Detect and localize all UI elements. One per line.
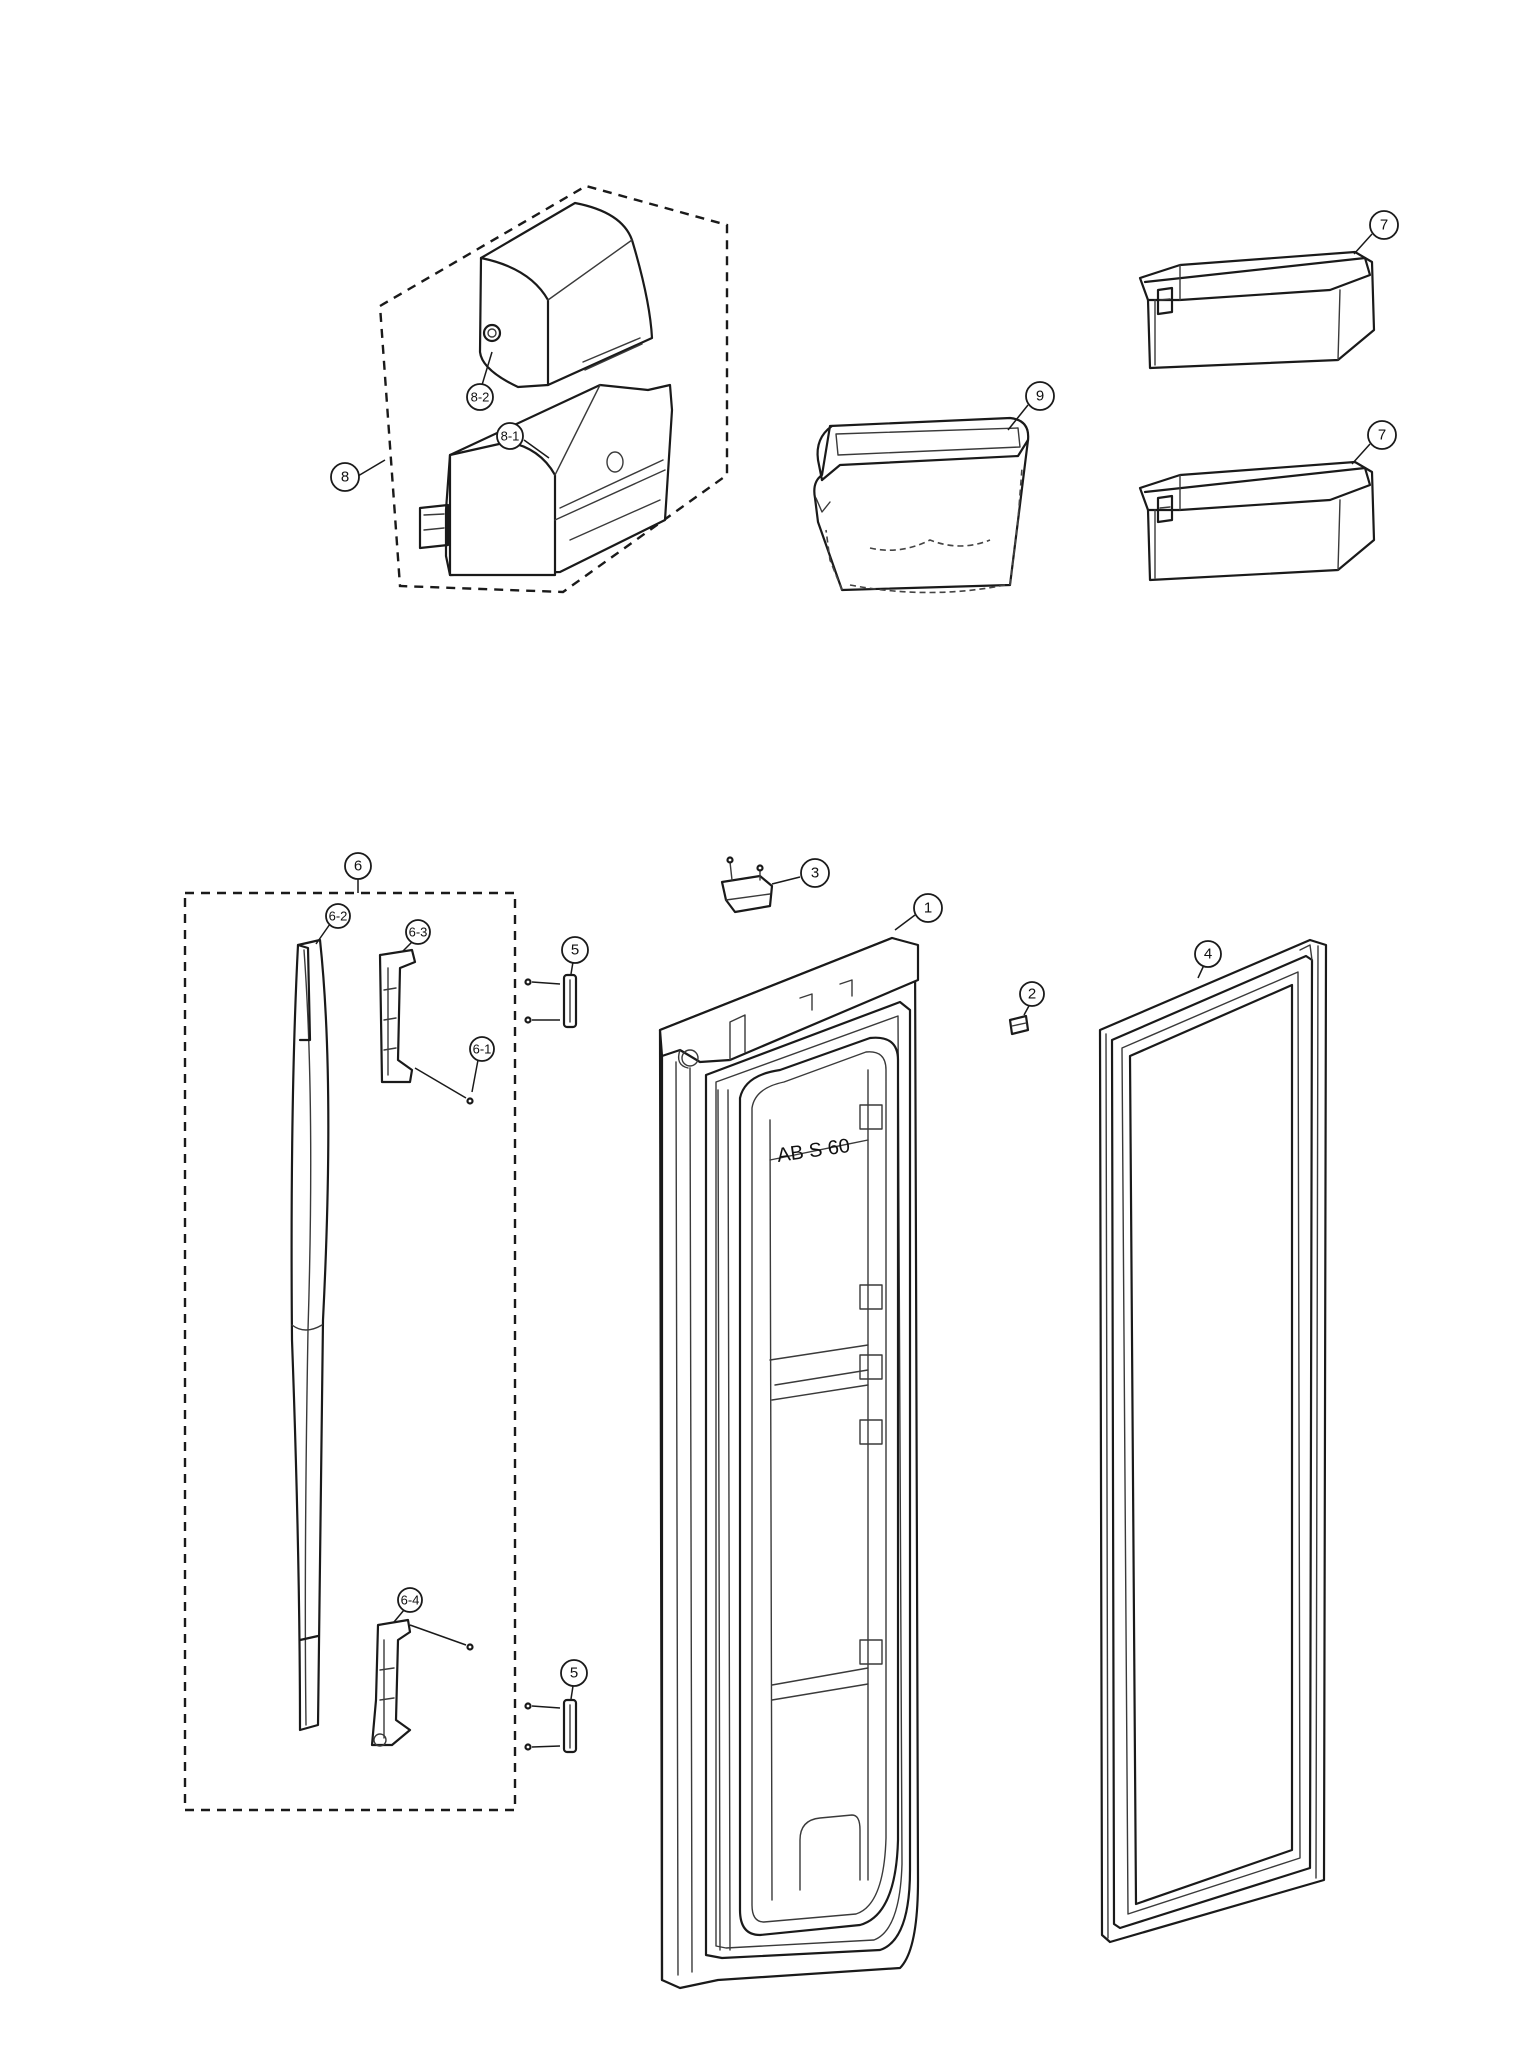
callout-6-3: 6-3: [409, 925, 428, 940]
part-5-handle-cap-lower: 5: [524, 1659, 588, 1754]
callout-6-1-circle: [469, 1036, 495, 1062]
part-7-door-bin-lower: 7: [1138, 420, 1397, 582]
callout-2: 2: [1028, 986, 1036, 1003]
callout-4-circle: [1194, 940, 1222, 968]
callout-7-lower: 7: [1378, 427, 1386, 444]
callout-5-lower-circle: [560, 1659, 588, 1687]
callout-7-upper-circle: [1369, 210, 1399, 240]
callout-5-upper: 5: [571, 942, 579, 959]
callout-8: 8: [341, 469, 349, 486]
callout-8-1-circle: [496, 422, 524, 450]
callout-8-circle: [330, 462, 360, 492]
callout-9: 9: [1036, 388, 1044, 405]
callout-6-2: 6-2: [329, 909, 348, 924]
part-2-clip: 2: [1008, 981, 1045, 1036]
callout-3-circle: [800, 858, 830, 888]
part-6-2-handle-bar: [290, 938, 330, 1732]
part-6-3-handle-bracket-upper: [378, 948, 417, 1084]
callout-7-upper: 7: [1380, 217, 1388, 234]
callout-9-circle: [1025, 381, 1055, 411]
callout-6-2-circle: [325, 903, 351, 929]
part-4-door-gasket: 4: [1098, 938, 1328, 1944]
part-6-4-handle-bracket-lower: [370, 1618, 412, 1747]
part-6-1-screw: [414, 1067, 474, 1105]
callout-1: 1: [924, 900, 932, 917]
assembly-6-handle-kit: 6 6-2 6-3 6-1: [183, 852, 517, 1812]
part-6-4-screw: [466, 1643, 474, 1651]
part-8-1-bin: [418, 383, 674, 577]
assembly-8-dairy-compartment: 8 8-2 8-1: [330, 184, 729, 594]
callout-8-2: 8-2: [471, 390, 490, 405]
callout-1-circle: [913, 893, 943, 923]
callout-8-2-circle: [466, 383, 494, 411]
part-3-hinge-cover: 3: [720, 856, 830, 914]
callout-6: 6: [354, 858, 362, 875]
part-8-2-lid: [478, 201, 654, 389]
callout-6-circle: [344, 852, 372, 880]
callout-3: 3: [811, 865, 819, 882]
callout-5-upper-circle: [561, 936, 589, 964]
callout-6-4-circle: [397, 1587, 423, 1613]
callout-7-lower-circle: [1367, 420, 1397, 450]
callout-4: 4: [1204, 946, 1212, 963]
part-7-door-bin-upper: 7: [1138, 210, 1399, 370]
part-5-handle-cap-upper: 5: [524, 936, 589, 1029]
callout-6-3-circle: [405, 919, 431, 945]
callout-6-4: 6-4: [401, 1593, 420, 1608]
part-9-bin: 9: [813, 381, 1055, 594]
callout-2-circle: [1019, 981, 1045, 1007]
callout-8-1: 8-1: [501, 429, 520, 444]
callout-6-1: 6-1: [473, 1042, 492, 1057]
part-1-door-assembly: AB S 60 1: [658, 893, 943, 1990]
callout-5-lower: 5: [570, 1665, 578, 1682]
